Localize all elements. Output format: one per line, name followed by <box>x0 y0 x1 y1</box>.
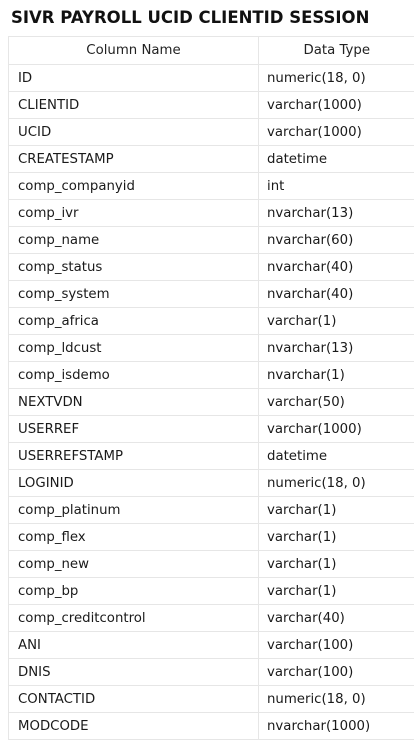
column-name-cell: comp_ldcust <box>9 335 259 362</box>
data-type-cell: varchar(50) <box>259 389 414 416</box>
column-name-cell: ANI <box>9 632 259 659</box>
data-type-cell: varchar(1) <box>259 578 414 605</box>
page-title: SIVR PAYROLL UCID CLIENTID SESSION <box>11 8 369 27</box>
data-type-cell: nvarchar(13) <box>259 335 414 362</box>
column-name-cell: comp_new <box>9 551 259 578</box>
data-type-cell: numeric(18, 0) <box>259 65 414 92</box>
column-name-cell: comp_bp <box>9 578 259 605</box>
data-type-cell: nvarchar(13) <box>259 200 414 227</box>
data-type-cell: int <box>259 173 414 200</box>
data-type-header: Data Type <box>259 37 414 65</box>
column-name-cell: USERREFSTAMP <box>9 443 259 470</box>
data-type-cell: varchar(1) <box>259 551 414 578</box>
column-name-cell: LOGINID <box>9 470 259 497</box>
data-type-cell: numeric(18, 0) <box>259 470 414 497</box>
column-name-cell: MODCODE <box>9 713 259 740</box>
data-type-cell: varchar(40) <box>259 605 414 632</box>
column-name-cell: comp_platinum <box>9 497 259 524</box>
column-name-cell: CLIENTID <box>9 92 259 119</box>
data-type-cell: varchar(100) <box>259 659 414 686</box>
column-name-cell: comp_system <box>9 281 259 308</box>
column-name-cell: CONTACTID <box>9 686 259 713</box>
data-type-cell: nvarchar(40) <box>259 254 414 281</box>
data-type-cell: varchar(1) <box>259 524 414 551</box>
data-type-cell: varchar(1000) <box>259 416 414 443</box>
column-name-cell: USERREF <box>9 416 259 443</box>
column-name-cell: comp_flex <box>9 524 259 551</box>
table-header-row: Column Name Data Type <box>9 37 414 65</box>
data-type-cell: datetime <box>259 443 414 470</box>
column-name-cell: comp_creditcontrol <box>9 605 259 632</box>
column-name-cell: ID <box>9 65 259 92</box>
data-type-cell: varchar(1000) <box>259 119 414 146</box>
data-type-cell: datetime <box>259 146 414 173</box>
data-type-cell: varchar(100) <box>259 632 414 659</box>
column-name-cell: comp_name <box>9 227 259 254</box>
column-name-cell: comp_ivr <box>9 200 259 227</box>
data-type-cell: nvarchar(60) <box>259 227 414 254</box>
data-type-cell: nvarchar(1) <box>259 362 414 389</box>
data-type-cell: varchar(1) <box>259 308 414 335</box>
data-type-cell: nvarchar(1000) <box>259 713 414 740</box>
data-type-cell: varchar(1) <box>259 497 414 524</box>
column-name-cell: comp_africa <box>9 308 259 335</box>
column-name-cell: NEXTVDN <box>9 389 259 416</box>
data-type-cell: nvarchar(40) <box>259 281 414 308</box>
column-name-cell: CREATESTAMP <box>9 146 259 173</box>
column-name-header: Column Name <box>9 37 259 65</box>
column-name-cell: comp_isdemo <box>9 362 259 389</box>
column-name-cell: comp_status <box>9 254 259 281</box>
column-name-cell: comp_companyid <box>9 173 259 200</box>
column-name-cell: UCID <box>9 119 259 146</box>
column-name-cell: DNIS <box>9 659 259 686</box>
data-type-cell: numeric(18, 0) <box>259 686 414 713</box>
data-type-cell: varchar(1000) <box>259 92 414 119</box>
